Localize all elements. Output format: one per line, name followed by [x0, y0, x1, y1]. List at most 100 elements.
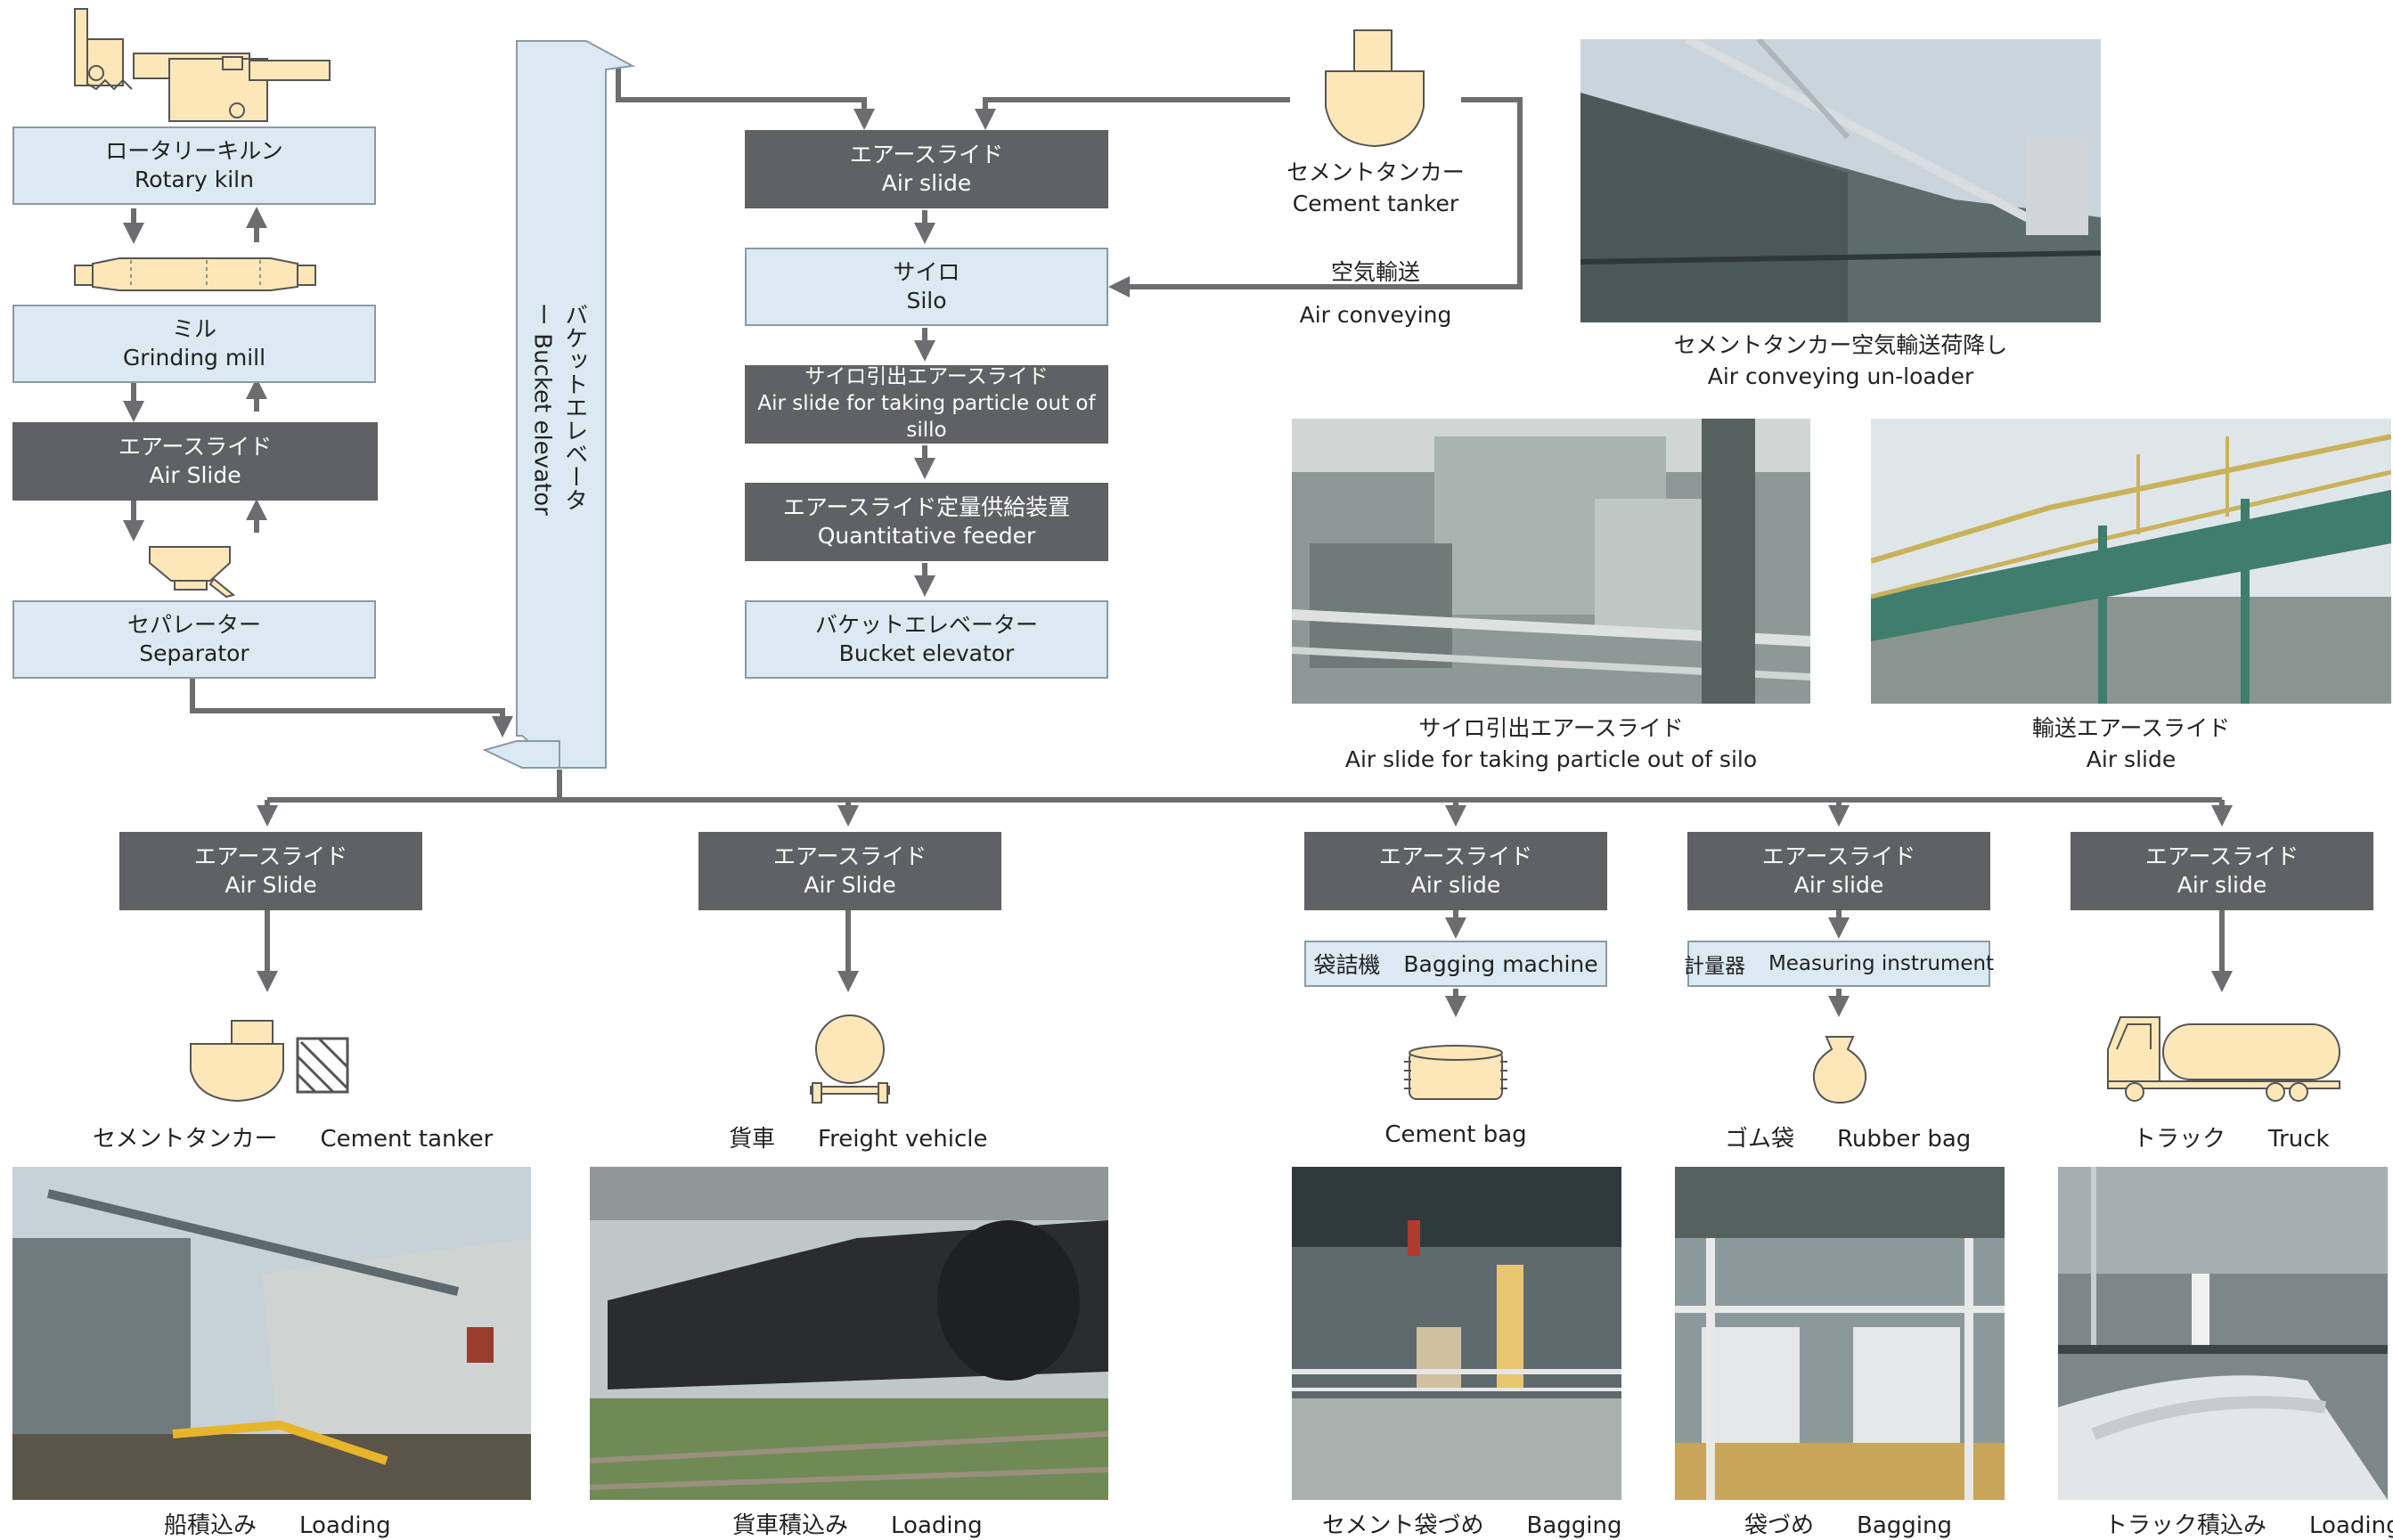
bucket-elevator-box: バケットエレベーター Bucket elevator [745, 600, 1108, 679]
branch-slide-jp: エアースライド [193, 843, 348, 869]
silo-box: サイロ Silo [745, 248, 1108, 326]
left-air-slide-jp: エアースライド [118, 433, 273, 460]
separator-jp: セパレーター [127, 611, 261, 638]
rubber-bagging-jp: 袋づめ [1744, 1512, 1815, 1539]
unloader-caption: セメントタンカー空気輸送荷降し Air conveying un-loader [1550, 330, 2131, 392]
ship-loading-photo [12, 1167, 531, 1500]
separator-en: Separator [139, 640, 249, 666]
transport-air-slide-photo [1871, 419, 2391, 704]
left-air-slide-en: Air Slide [149, 462, 241, 488]
branch-air-slide-bagging: エアースライド Air slide [1304, 832, 1607, 910]
silo-slide-caption: サイロ引出エアースライド Air slide for taking partic… [1265, 713, 1837, 775]
freight-label: 貨車 Freight vehicle [729, 1120, 987, 1153]
cement-bag-en: Cement bag [1384, 1121, 1527, 1148]
branch-slide-jp: エアースライド [772, 843, 927, 869]
center-air-slide-jp: エアースライド [849, 141, 1004, 167]
unloader-caption-en: Air conveying un-loader [1707, 363, 1974, 389]
cement-bagging-en: Bagging [1526, 1512, 1622, 1539]
tanker-top-label: セメントタンカー Cement tanker [1262, 157, 1490, 219]
branch-slide-en: Air slide [1410, 872, 1501, 898]
air-conveying-jp: 空気輸送 [1330, 259, 1420, 285]
bagging-machine-box: 袋詰機 Bagging machine [1304, 941, 1607, 987]
feeder-jp: エアースライド定量供給装置 [782, 493, 1071, 520]
air-conveying-en: Air conveying [1299, 301, 1452, 328]
tanker-top-en: Cement tanker [1292, 191, 1459, 216]
silo-air-slide-en: Air slide for taking particle out of sil… [757, 392, 1096, 442]
silo-air-slide-photo [1292, 419, 1810, 704]
silo-en: Silo [906, 288, 947, 314]
cement-bagging-caption: セメント袋づめ Bagging [1322, 1507, 1621, 1540]
rubber-bagging-en: Bagging [1857, 1512, 1952, 1539]
bucket-elevator-jp: バケットエレベーター [814, 611, 1038, 638]
freight-vehicle-icon [810, 1014, 890, 1104]
bucket-elevator-shape [482, 40, 636, 769]
grinding-mill-icon [74, 257, 316, 291]
tanker-label: セメントタンカー Cement tanker [93, 1120, 493, 1153]
freight-label-jp: 貨車 [729, 1126, 776, 1153]
silo-slide-caption-en: Air slide for taking particle out of sil… [1344, 746, 1758, 772]
rotary-kiln-icon [74, 8, 331, 122]
branch-slide-en: Air Slide [804, 872, 896, 898]
branch-air-slide-freight: エアースライド Air Slide [698, 832, 1001, 910]
tanker-label-jp: セメントタンカー [93, 1126, 278, 1153]
grinding-mill-box: ミル Grinding mill [12, 305, 376, 383]
branch-air-slide-truck: エアースライド Air slide [2070, 832, 2373, 910]
freight-loading-jp: 貨車積込み [732, 1512, 849, 1539]
tanker-label-en: Cement tanker [320, 1126, 494, 1153]
branch-slide-jp: エアースライド [1378, 843, 1533, 869]
tanker-ship-icon [190, 1020, 349, 1103]
rotary-kiln-jp: ロータリーキルン [105, 137, 283, 164]
rubber-bag-jp: ゴム袋 [1725, 1126, 1795, 1153]
feeder-en: Quantitative feeder [817, 523, 1036, 549]
bagging-machine-en: Bagging machine [1403, 950, 1598, 977]
silo-air-slide-jp: サイロ引出エアースライド [804, 365, 1049, 389]
branch-slide-jp: エアースライド [2144, 843, 2299, 869]
left-air-slide-box: エアースライド Air Slide [12, 422, 378, 501]
branch-slide-en: Air Slide [225, 872, 317, 898]
center-air-slide-box: エアースライド Air slide [745, 130, 1108, 208]
unloader-photo [1580, 39, 2101, 322]
branch-air-slide-tanker: エアースライド Air Slide [119, 832, 422, 910]
branch-slide-en: Air slide [1793, 872, 1884, 898]
grinding-mill-jp: ミル [171, 315, 216, 342]
air-conveying-label: 空気輸送 Air conveying [1244, 251, 1507, 336]
tanker-top-jp: セメントタンカー [1286, 159, 1465, 185]
truck-loading-jp: トラック積込み [2104, 1512, 2267, 1539]
silo-slide-caption-jp: サイロ引出エアースライド [1418, 715, 1684, 741]
branch-slide-jp: エアースライド [1761, 843, 1916, 869]
cement-tanker-icon [1325, 29, 1425, 148]
separator-box: セパレーター Separator [12, 600, 376, 679]
cement-bag-icon [1404, 1045, 1507, 1100]
silo-air-slide-box: サイロ引出エアースライド Air slide for taking partic… [745, 365, 1108, 444]
rubber-bag-icon [1812, 1036, 1867, 1104]
cement-bag-label: Cement bag [1304, 1119, 1607, 1151]
branch-air-slide-measuring: エアースライド Air slide [1687, 832, 1990, 910]
freight-label-en: Freight vehicle [818, 1126, 988, 1153]
grinding-mill-en: Grinding mill [122, 345, 266, 371]
elevator-en: Bucket elevator [528, 333, 556, 516]
separator-icon [149, 546, 236, 599]
freight-loading-photo [590, 1167, 1108, 1500]
center-air-slide-en: Air slide [881, 170, 972, 196]
silo-jp: サイロ [893, 258, 960, 285]
bagging-machine-jp: 袋詰機 [1313, 952, 1381, 978]
measuring-instrument-jp: 計量器 [1683, 955, 1745, 978]
ship-loading-en: Loading [299, 1512, 391, 1539]
truck-icon [2107, 1016, 2340, 1102]
elevator-label: バケットエレベーター Bucket elevator [526, 303, 591, 517]
cement-bagging-jp: セメント袋づめ [1322, 1512, 1484, 1539]
branch-slide-en: Air slide [2177, 872, 2267, 898]
truck-loading-photo [2058, 1167, 2388, 1500]
rubber-bagging-photo [1675, 1167, 2005, 1500]
cement-bagging-photo [1292, 1167, 1621, 1500]
rotary-kiln-box: ロータリーキルン Rotary kiln [12, 126, 376, 205]
transport-slide-caption-jp: 輸送エアースライド [2031, 715, 2231, 741]
rubber-bagging-caption: 袋づめ Bagging [1744, 1507, 1952, 1540]
unloader-caption-jp: セメントタンカー空気輸送荷降し [1673, 332, 2008, 358]
